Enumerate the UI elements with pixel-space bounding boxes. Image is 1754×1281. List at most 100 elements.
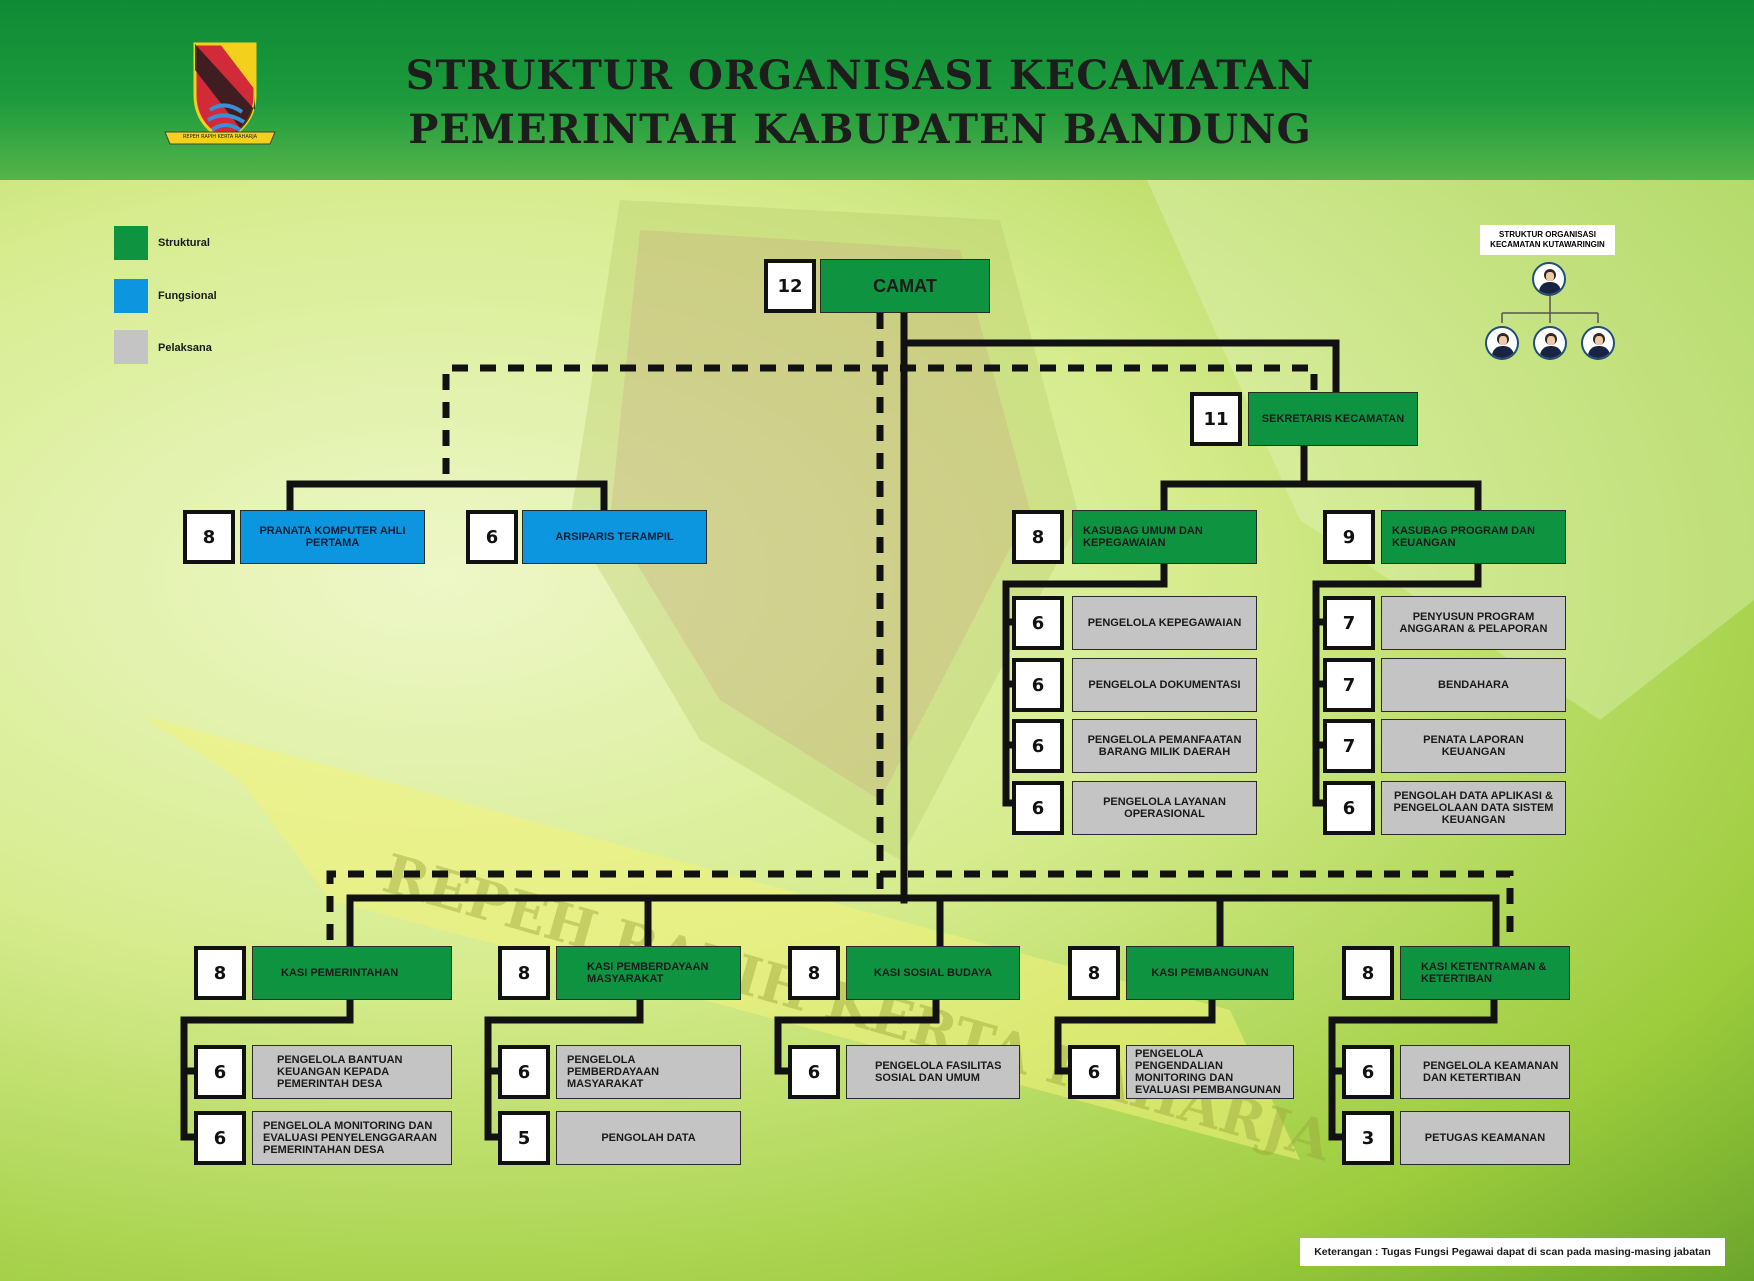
kasi-count: 8 bbox=[194, 946, 246, 1000]
node-label: PENGELOLA PEMANFAATAN BARANG MILIK DAERA… bbox=[1087, 734, 1242, 758]
node-pengelola-fasilitas-sosial[interactable]: PENGELOLA FASILITAS SOSIAL DAN UMUM bbox=[846, 1045, 1020, 1099]
node-label: PENGELOLA DOKUMENTASI bbox=[1088, 679, 1241, 691]
mini-chart-member-avatar bbox=[1533, 326, 1567, 360]
node-kasubag-program[interactable]: KASUBAG PROGRAM DAN KEUANGAN bbox=[1381, 510, 1566, 564]
mini-chart-connectors bbox=[1501, 295, 1599, 323]
node-pranata-komputer-label: PRANATA KOMPUTER AHLI PERTAMA bbox=[259, 525, 406, 549]
node-arsiparis-terampil-label: ARSIPARIS TERAMPIL bbox=[555, 531, 674, 543]
node-sekretaris-kecamatan[interactable]: SEKRETARIS KECAMATAN bbox=[1248, 392, 1418, 446]
node-label: PENGELOLA PENGENDALIAN MONITORING DAN EV… bbox=[1135, 1048, 1281, 1096]
staff-count: 3 bbox=[1342, 1111, 1394, 1165]
node-label: PENGELOLA MONITORING DAN EVALUASI PENYEL… bbox=[263, 1120, 437, 1156]
arsiparis-count: 6 bbox=[466, 510, 518, 564]
node-pranata-komputer[interactable]: PRANATA KOMPUTER AHLI PERTAMA bbox=[240, 510, 425, 564]
page-title-line2: PEMERINTAH KABUPATEN BANDUNG bbox=[408, 106, 1312, 153]
node-label: PENGELOLA KEAMANAN DAN KETERTIBAN bbox=[1423, 1060, 1559, 1084]
mini-chart-member-avatar bbox=[1485, 326, 1519, 360]
node-pengelola-pengendalian[interactable]: PENGELOLA PENGENDALIAN MONITORING DAN EV… bbox=[1126, 1045, 1294, 1099]
kasi-count: 8 bbox=[498, 946, 550, 1000]
node-label: BENDAHARA bbox=[1438, 679, 1509, 691]
mini-chart-member-avatar bbox=[1581, 326, 1615, 360]
staff-count: 6 bbox=[1012, 719, 1064, 773]
node-pengelola-bantuan-keuangan[interactable]: PENGELOLA BANTUAN KEUANGAN KEPADA PEMERI… bbox=[252, 1045, 452, 1099]
node-label: PENGOLAH DATA bbox=[601, 1132, 696, 1144]
kasubag-umum-count: 8 bbox=[1012, 510, 1064, 564]
node-pengelola-pemberdayaan[interactable]: PENGELOLA PEMBERDAYAAN MASYARAKAT bbox=[556, 1045, 741, 1099]
node-pengelola-pemanfaatan-bmd[interactable]: PENGELOLA PEMANFAATAN BARANG MILIK DAERA… bbox=[1072, 719, 1257, 773]
staff-count: 6 bbox=[1012, 781, 1064, 835]
staff-count: 7 bbox=[1323, 596, 1375, 650]
node-sekretaris-kecamatan-label: SEKRETARIS KECAMATAN bbox=[1261, 413, 1405, 425]
node-label: PENATA LAPORAN KEUANGAN bbox=[1423, 734, 1524, 758]
node-label: KASI PEMBERDAYAAN MASYARAKAT bbox=[587, 961, 709, 985]
node-kasubag-umum[interactable]: KASUBAG UMUM DAN KEPEGAWAIAN bbox=[1072, 510, 1257, 564]
kasi-count: 8 bbox=[1342, 946, 1394, 1000]
pranata-count: 8 bbox=[183, 510, 235, 564]
staff-count: 7 bbox=[1323, 719, 1375, 773]
node-kasi-pembangunan[interactable]: KASI PEMBANGUNAN bbox=[1126, 946, 1294, 1000]
node-kasi-pemerintahan[interactable]: KASI PEMERINTAHAN bbox=[252, 946, 452, 1000]
node-label: KASI PEMBANGUNAN bbox=[1151, 967, 1269, 979]
legend-swatch-struktural bbox=[114, 226, 148, 260]
staff-count: 6 bbox=[194, 1111, 246, 1165]
node-camat[interactable]: CAMAT bbox=[820, 259, 990, 313]
node-label: PENGELOLA LAYANAN OPERASIONAL bbox=[1103, 796, 1226, 820]
staff-count: 6 bbox=[1342, 1045, 1394, 1099]
node-arsiparis-terampil[interactable]: ARSIPARIS TERAMPIL bbox=[522, 510, 707, 564]
node-label: KASI SOSIAL BUDAYA bbox=[873, 967, 993, 979]
staff-count: 6 bbox=[194, 1045, 246, 1099]
legend-swatch-fungsional bbox=[114, 279, 148, 313]
node-label: KASI KETENTRAMAN & KETERTIBAN bbox=[1421, 961, 1547, 985]
node-label: PENGELOLA BANTUAN KEUANGAN KEPADA PEMERI… bbox=[277, 1054, 403, 1090]
logo-motto: REPEH RAPIH KERTA RAHARJA bbox=[182, 134, 258, 140]
node-label: PETUGAS KEAMANAN bbox=[1424, 1132, 1546, 1144]
header-banner bbox=[0, 0, 1754, 180]
kasi-count: 8 bbox=[1068, 946, 1120, 1000]
staff-count: 6 bbox=[788, 1045, 840, 1099]
staff-count: 6 bbox=[498, 1045, 550, 1099]
node-bendahara[interactable]: BENDAHARA bbox=[1381, 658, 1566, 712]
node-penyusun-program[interactable]: PENYUSUN PROGRAM ANGGARAN & PELAPORAN bbox=[1381, 596, 1566, 650]
staff-count: 7 bbox=[1323, 658, 1375, 712]
node-pengelola-layanan-operasional[interactable]: PENGELOLA LAYANAN OPERASIONAL bbox=[1072, 781, 1257, 835]
staff-count: 6 bbox=[1068, 1045, 1120, 1099]
node-label: KASI PEMERINTAHAN bbox=[281, 967, 399, 979]
node-camat-label: CAMAT bbox=[873, 276, 937, 296]
node-label: PENGELOLA FASILITAS SOSIAL DAN UMUM bbox=[875, 1060, 1002, 1084]
node-pengelola-monev-desa[interactable]: PENGELOLA MONITORING DAN EVALUASI PENYEL… bbox=[252, 1111, 452, 1165]
page-title-line1: STRUKTUR ORGANISASI KECAMATAN bbox=[405, 52, 1315, 99]
legend-label-pelaksana: Pelaksana bbox=[158, 342, 212, 354]
staff-count: 6 bbox=[1012, 596, 1064, 650]
node-pengolah-data[interactable]: PENGOLAH DATA bbox=[556, 1111, 741, 1165]
legend-label-struktural: Struktural bbox=[158, 237, 210, 249]
node-pengolah-data-aplikasi[interactable]: PENGOLAH DATA APLIKASI & PENGELOLAAN DAT… bbox=[1381, 781, 1566, 835]
node-kasi-trantib[interactable]: KASI KETENTRAMAN & KETERTIBAN bbox=[1400, 946, 1570, 1000]
node-kasi-sosial-budaya[interactable]: KASI SOSIAL BUDAYA bbox=[846, 946, 1020, 1000]
camat-count: 12 bbox=[764, 259, 816, 313]
staff-count: 5 bbox=[498, 1111, 550, 1165]
kasi-count: 8 bbox=[788, 946, 840, 1000]
staff-count: 6 bbox=[1012, 658, 1064, 712]
sekcam-count: 11 bbox=[1190, 392, 1242, 446]
node-label: PENGOLAH DATA APLIKASI & PENGELOLAAN DAT… bbox=[1393, 790, 1554, 826]
node-pengelola-dokumentasi[interactable]: PENGELOLA DOKUMENTASI bbox=[1072, 658, 1257, 712]
node-pengelola-keamanan[interactable]: PENGELOLA KEAMANAN DAN KETERTIBAN bbox=[1400, 1045, 1570, 1099]
mini-chart-title: STRUKTUR ORGANISASI KECAMATAN KUTAWARING… bbox=[1480, 225, 1615, 255]
staff-count: 6 bbox=[1323, 781, 1375, 835]
kabupaten-logo bbox=[164, 42, 276, 145]
legend-swatch-pelaksana bbox=[114, 330, 148, 364]
node-kasi-pemberdayaan[interactable]: KASI PEMBERDAYAAN MASYARAKAT bbox=[556, 946, 741, 1000]
node-petugas-keamanan[interactable]: PETUGAS KEAMANAN bbox=[1400, 1111, 1570, 1165]
node-kasubag-program-label: KASUBAG PROGRAM DAN KEUANGAN bbox=[1392, 525, 1535, 549]
node-kasubag-umum-label: KASUBAG UMUM DAN KEPEGAWAIAN bbox=[1083, 525, 1203, 549]
kasubag-program-count: 9 bbox=[1323, 510, 1375, 564]
node-label: PENGELOLA PEMBERDAYAAN MASYARAKAT bbox=[567, 1054, 660, 1090]
node-label: PENYUSUN PROGRAM ANGGARAN & PELAPORAN bbox=[1399, 611, 1548, 635]
footnote: Keterangan : Tugas Fungsi Pegawai dapat … bbox=[1300, 1238, 1725, 1266]
node-pengelola-kepegawaian[interactable]: PENGELOLA KEPEGAWAIAN bbox=[1072, 596, 1257, 650]
node-penata-laporan-keuangan[interactable]: PENATA LAPORAN KEUANGAN bbox=[1381, 719, 1566, 773]
mini-chart-head-avatar bbox=[1532, 262, 1566, 296]
legend-label-fungsional: Fungsional bbox=[158, 290, 217, 302]
